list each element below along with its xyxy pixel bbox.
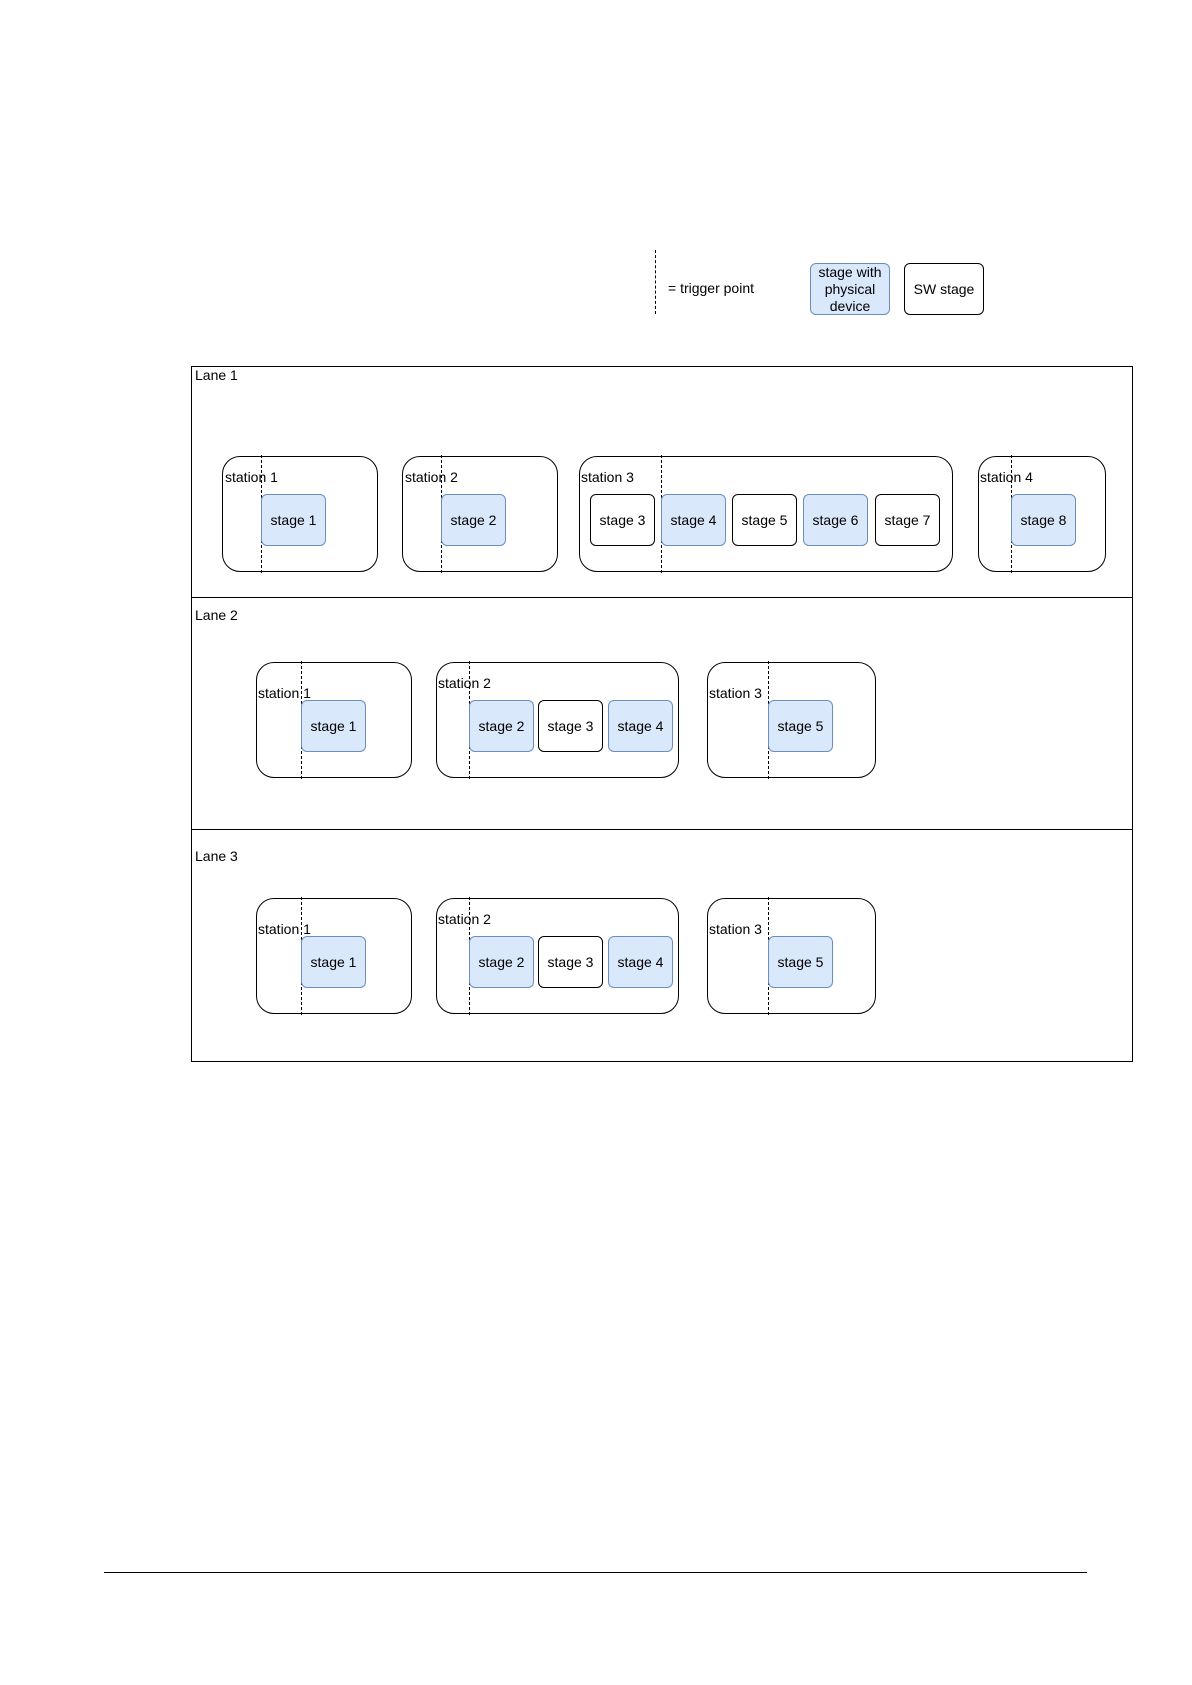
stage-physical: stage 2 — [469, 700, 534, 752]
stage-label: stage 1 — [310, 717, 357, 734]
stage-label: stage 4 — [670, 511, 717, 528]
lane-1-label: Lane 1 — [195, 367, 238, 383]
stage-label: stage 3 — [547, 953, 594, 970]
lane-3-label: Lane 3 — [195, 848, 238, 864]
stage-label: stage 5 — [777, 717, 824, 734]
stage-sw: stage 5 — [732, 494, 797, 546]
lane-separator — [191, 829, 1133, 830]
stage-label: stage 2 — [478, 953, 525, 970]
stage-label: stage 2 — [478, 717, 525, 734]
lane-2-label: Lane 2 — [195, 607, 238, 623]
stage-physical: stage 1 — [301, 700, 366, 752]
stage-physical: stage 1 — [261, 494, 326, 546]
stage-label: stage 3 — [547, 717, 594, 734]
stage-physical: stage 4 — [661, 494, 726, 546]
stage-physical: stage 6 — [803, 494, 868, 546]
stage-label: stage 5 — [777, 953, 824, 970]
lane-1-station-2 — [402, 456, 558, 572]
stage-physical: stage 8 — [1011, 494, 1076, 546]
stage-physical: stage 2 — [469, 936, 534, 988]
lanes-container — [191, 366, 1133, 1062]
station-label: station 2 — [438, 911, 491, 927]
stage-label: stage 4 — [617, 717, 664, 734]
stage-sw: stage 7 — [875, 494, 940, 546]
station-label: station 3 — [709, 921, 762, 937]
stage-sw: stage 3 — [538, 936, 603, 988]
stage-physical: stage 1 — [301, 936, 366, 988]
stage-label: stage 3 — [599, 511, 646, 528]
stage-label: stage 4 — [617, 953, 664, 970]
lane-1-station-1 — [222, 456, 378, 572]
station-label: station 1 — [225, 469, 278, 485]
stage-physical: stage 5 — [768, 700, 833, 752]
station-label: station 3 — [709, 685, 762, 701]
stage-label: stage 8 — [1020, 511, 1067, 528]
legend-sw-stage: SW stage — [904, 263, 984, 315]
legend-trigger-line — [655, 250, 656, 314]
legend-physical-stage: stage with physical device — [810, 263, 890, 315]
stage-label: stage 7 — [884, 511, 931, 528]
station-label: station 3 — [581, 469, 634, 485]
stage-label: stage 1 — [310, 953, 357, 970]
station-label: station 2 — [438, 675, 491, 691]
stage-label: stage 2 — [450, 511, 497, 528]
legend-physical-stage-label: stage with physical device — [818, 263, 882, 314]
station-label: station 1 — [258, 921, 311, 937]
stage-physical: stage 4 — [608, 936, 673, 988]
stage-label: stage 5 — [741, 511, 788, 528]
station-label: station 4 — [980, 469, 1033, 485]
stage-label: stage 6 — [812, 511, 859, 528]
station-label: station 1 — [258, 685, 311, 701]
lane-separator — [191, 597, 1133, 598]
station-label: station 2 — [405, 469, 458, 485]
stage-sw: stage 3 — [590, 494, 655, 546]
stage-physical: stage 2 — [441, 494, 506, 546]
footer-rule — [104, 1572, 1087, 1573]
stage-label: stage 1 — [270, 511, 317, 528]
stage-physical: stage 5 — [768, 936, 833, 988]
legend-trigger-label: = trigger point — [668, 280, 754, 296]
stage-physical: stage 4 — [608, 700, 673, 752]
legend-sw-stage-label: SW stage — [913, 280, 975, 297]
stage-sw: stage 3 — [538, 700, 603, 752]
